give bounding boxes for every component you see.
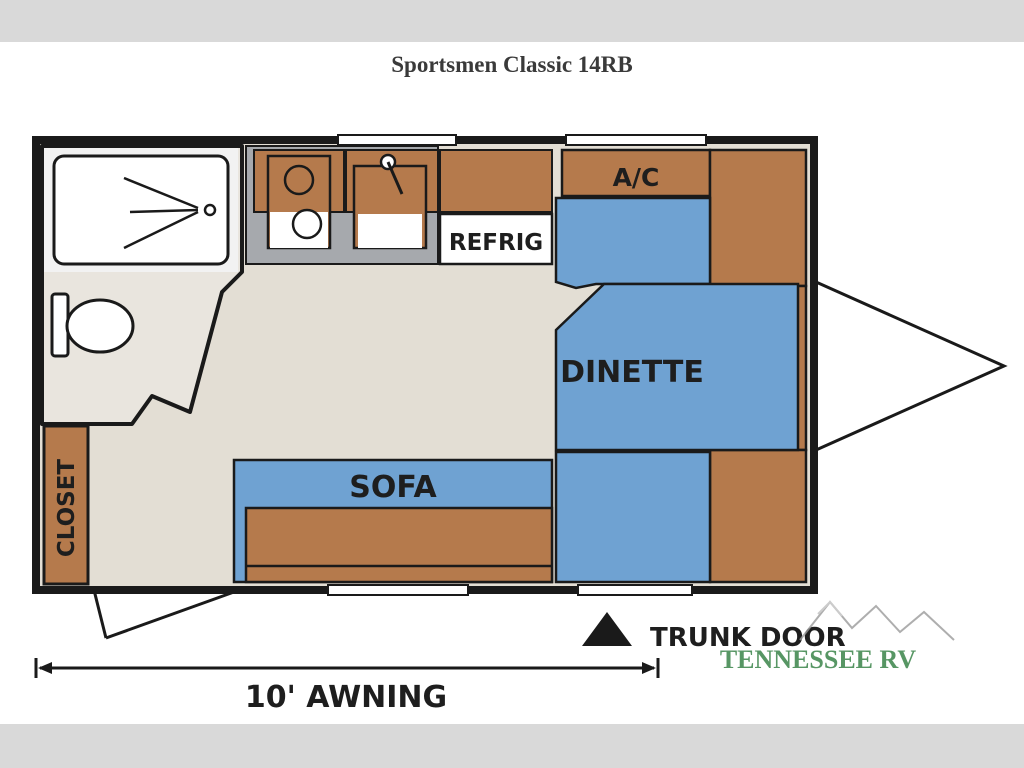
window-bottom-left (327, 584, 469, 596)
watermark-text: TENNESSEE RV (720, 645, 917, 674)
dinette-label: DINETTE (560, 355, 704, 390)
shower-pan (52, 154, 230, 266)
upper-cabinet-3 (439, 149, 553, 213)
dinette-table (554, 282, 800, 452)
toilet-icon (50, 292, 135, 358)
dinette-seat-bottom (554, 450, 712, 584)
entry-door (92, 589, 235, 640)
hitch-tongue (815, 280, 1008, 452)
dinette-seat-top (554, 196, 712, 290)
closet-label: CLOSET (54, 459, 80, 558)
front-cabinet-bottom (708, 448, 808, 584)
trunk-door-arrow-icon (582, 612, 632, 646)
ac-unit (560, 148, 712, 198)
window-top-right (565, 134, 707, 146)
ac-label: A/C (613, 163, 660, 192)
shower-drain-icon (123, 176, 217, 250)
awning-label: 10' AWNING (245, 680, 447, 715)
refrigerator-label: REFRIG (449, 230, 543, 256)
sofa-label: SOFA (349, 470, 437, 505)
awning-dimension-line (34, 658, 660, 678)
trunk-door-label: TRUNK DOOR (650, 623, 846, 653)
window-bottom-right (577, 584, 693, 596)
tennessee-rv-logo: TENNESSEE RV (720, 600, 955, 674)
window-top-left (337, 134, 457, 146)
page-title: Sportsmen Classic 14RB (391, 52, 633, 77)
stove-icon (266, 154, 332, 250)
sofa-base (244, 506, 554, 584)
refrigerator (438, 212, 554, 266)
front-cabinet-top (708, 148, 808, 288)
sink-icon (352, 153, 428, 250)
closet (42, 424, 90, 586)
exterior-wall (32, 136, 818, 594)
